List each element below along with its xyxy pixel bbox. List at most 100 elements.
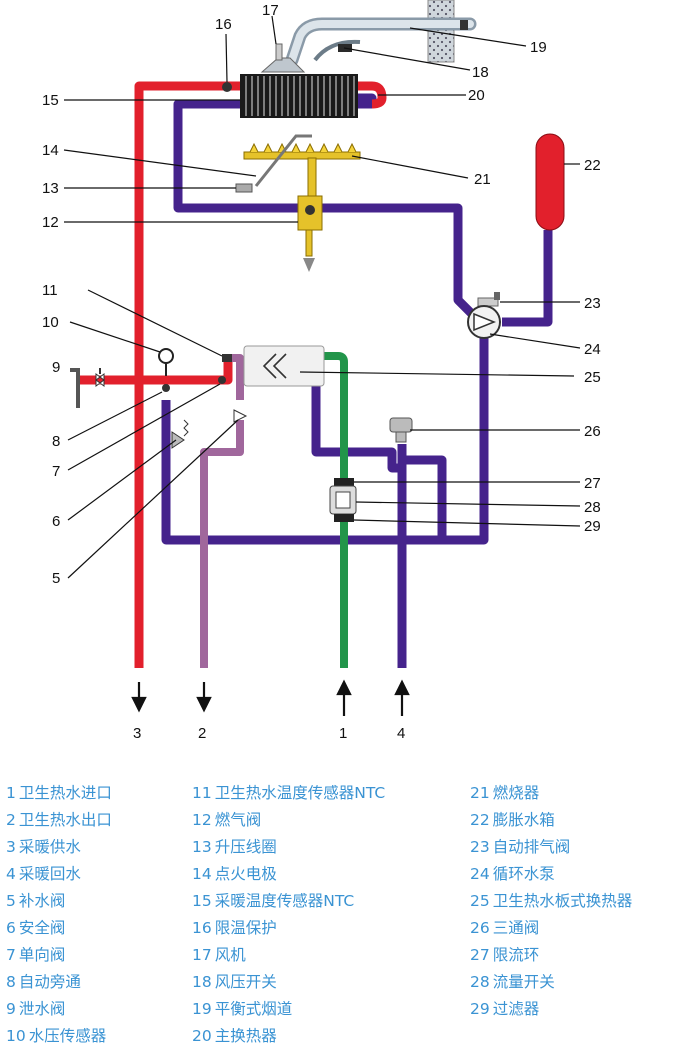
dhw-temperature-sensor	[222, 354, 232, 362]
callout-19: 19	[530, 39, 547, 56]
boiler-piping-diagram: 17 16 19 18 15 20 14 21 22 13 12 11 23 1…	[42, 0, 601, 742]
legend-item-label: 补水阀	[18, 892, 66, 910]
leader-lines	[63, 15, 581, 579]
legend-item-number: 5	[6, 892, 16, 910]
callout-13: 13	[42, 180, 59, 197]
callout-11: 11	[42, 282, 58, 299]
legend-item-number: 3	[6, 838, 16, 856]
legend-item-label: 燃气阀	[214, 811, 262, 829]
legend-item-number: 9	[6, 1000, 16, 1018]
cold-water-inlet-pipe	[316, 352, 348, 668]
drain-valve	[70, 368, 105, 408]
legend-item-label: 采暖回水	[18, 865, 81, 883]
legend-item-label: 三通阀	[492, 919, 540, 937]
dhw-outlet-pipe	[200, 354, 244, 668]
legend-item-number: 13	[192, 838, 212, 856]
legend-item-label: 卫生热水温度传感器NTC	[214, 784, 386, 802]
fan	[260, 57, 306, 73]
legend-item-number: 27	[470, 946, 490, 964]
legend-item-number: 16	[192, 919, 212, 937]
callout-4: 4	[397, 725, 405, 742]
callout-24: 24	[584, 341, 601, 358]
legend-item-label: 风机	[214, 946, 246, 964]
legend-item-label: 升压线圈	[214, 838, 277, 856]
callout-16: 16	[215, 16, 232, 33]
legend-item-label: 限温保护	[214, 919, 277, 937]
callout-14: 14	[42, 142, 59, 159]
callout-1: 1	[339, 725, 347, 742]
callout-18: 18	[472, 64, 489, 81]
callout-2: 2	[198, 725, 206, 742]
legend-item-label: 单向阀	[18, 946, 66, 964]
legend-item-label: 主换热器	[214, 1027, 277, 1045]
callout-21: 21	[474, 171, 491, 188]
callout-6: 6	[52, 513, 60, 530]
auto-air-vent	[477, 292, 500, 307]
legend-item-label: 膨胀水箱	[492, 811, 555, 829]
legend-item-label: 自动旁通	[18, 973, 81, 991]
legend-item-number: 11	[192, 784, 212, 802]
legend-item-number: 28	[470, 973, 490, 991]
legend-item-label: 卫生热水板式换热器	[492, 892, 633, 910]
legend-item-label: 循环水泵	[492, 865, 555, 883]
callout-29: 29	[584, 518, 601, 535]
legend-item-number: 1	[6, 784, 16, 802]
legend-item-label: 燃烧器	[492, 784, 540, 802]
legend-item-label: 采暖温度传感器NTC	[214, 892, 355, 910]
gas-valve	[297, 195, 323, 272]
legend-item-number: 21	[470, 784, 490, 802]
callout-26: 26	[584, 423, 601, 440]
legend-item-number: 17	[192, 946, 212, 964]
callout-10: 10	[42, 314, 59, 331]
water-pressure-sensor	[158, 348, 174, 364]
legend-item-number: 8	[6, 973, 16, 991]
plate-heat-exchanger	[243, 345, 325, 387]
legend-item-label: 点火电极	[214, 865, 277, 883]
circulation-pump	[467, 305, 501, 339]
legend-item-number: 6	[6, 919, 16, 937]
flow-arrows	[131, 679, 410, 716]
legend-item-number: 19	[192, 1000, 212, 1018]
callout-5: 5	[52, 570, 60, 587]
legend-item-label: 安全阀	[18, 919, 66, 937]
callout-8: 8	[52, 433, 60, 450]
legend-item-number: 24	[470, 865, 490, 883]
callout-15: 15	[42, 92, 59, 109]
legend-item-label: 泄水阀	[18, 1000, 66, 1018]
callout-9: 9	[52, 359, 60, 376]
legend-item-label: 限流环	[492, 946, 540, 964]
legend-item-number: 4	[6, 865, 16, 883]
burner	[243, 142, 361, 199]
callout-12: 12	[42, 214, 59, 231]
legend-item-number: 22	[470, 811, 490, 829]
callout-25: 25	[584, 369, 601, 386]
main-heat-exchanger	[240, 74, 358, 118]
auto-bypass	[162, 384, 170, 392]
callout-20: 20	[468, 87, 485, 104]
temperature-limiter	[222, 82, 232, 92]
callout-27: 27	[584, 475, 601, 492]
legend-item-label: 卫生热水出口	[18, 811, 112, 829]
expansion-tank	[535, 133, 565, 231]
legend-item-label: 平衡式烟道	[214, 1000, 293, 1018]
